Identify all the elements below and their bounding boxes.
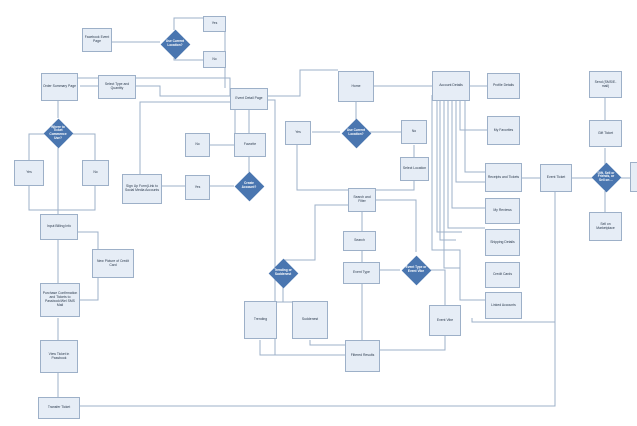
decision-label: Use Current Location? (346, 128, 366, 136)
node-label: Shipping Details (490, 239, 515, 244)
use-current-location-top-decision[interactable]: Use Current Location? (160, 29, 190, 59)
node-label: Event Vibe (436, 317, 454, 322)
decision-label: Event Type or Event Vibe (405, 265, 427, 273)
trending-node[interactable]: Trending (244, 301, 277, 339)
shipping-details-node[interactable]: Shipping Details (485, 229, 520, 256)
node-label: No (93, 170, 98, 175)
node-label: Receipts and Tickets (487, 174, 520, 179)
node-label: Yes (211, 21, 218, 26)
no-mid-node[interactable]: No (185, 133, 210, 157)
node-label: No (411, 129, 417, 134)
transfer-ticket-node[interactable]: Transfer Ticket (38, 397, 80, 419)
event-vibe-node[interactable]: Event Vibe (429, 305, 461, 336)
decision-label: Where to Ticket Commence Use? (49, 124, 67, 140)
my-reviews-node[interactable]: My Reviews (485, 198, 520, 224)
node-label: My Reviews (493, 208, 512, 213)
favorite-node[interactable]: Favorite (234, 133, 266, 157)
node-label: Yes (26, 170, 32, 175)
facebook-event-page-node[interactable]: Facebook Event Page (82, 28, 112, 52)
event-detail-page-node[interactable]: Event Detail Page (230, 88, 268, 110)
node-label: Favorite (243, 142, 257, 147)
node-label: Filtered Results (350, 353, 375, 358)
purchase-confirmation-node[interactable]: Purchase Confirmation and Tickets to Pas… (40, 283, 80, 317)
use-current-location-mid-decision[interactable]: Use Current Location? (341, 118, 371, 148)
event-type-node[interactable]: Event Type (343, 262, 380, 284)
select-type-quantity-node[interactable]: Select Type and Quantity (98, 75, 136, 99)
search-filter-node[interactable]: Search and Filter (348, 188, 376, 212)
node-label: Transfer Ticket (47, 405, 71, 410)
node-label: Home (351, 83, 361, 88)
yes-top-node[interactable]: Yes (203, 16, 226, 32)
signup-node[interactable]: Sign Up Form(Link to Social Media Accoun… (122, 174, 162, 204)
node-label: Input Billing Info (46, 224, 72, 229)
my-favorites-node[interactable]: My Favorites (487, 116, 520, 145)
suddenest-node[interactable]: Suddenest (292, 301, 328, 339)
search-node[interactable]: Search (343, 231, 376, 251)
node-label: Facebook Event Page (84, 35, 110, 43)
select-location-node[interactable]: Select Location (400, 157, 429, 181)
trending-decision[interactable]: Trending or Suddenest (268, 258, 298, 288)
node-label: New Picture of Credit Card (96, 258, 130, 267)
receipts-tickets-node[interactable]: Receipts and Tickets (485, 163, 522, 192)
node-label: Select Type and Quantity (104, 82, 130, 90)
node-label: Event Type (353, 270, 370, 275)
node-label: Gift Ticket (597, 130, 614, 135)
no-left-node[interactable]: No (82, 160, 109, 186)
home-node[interactable]: Home (338, 71, 374, 102)
new-picture-cc-node[interactable]: New Picture of Credit Card (92, 249, 134, 278)
gift-ticket-node[interactable]: Gift Ticket (589, 120, 622, 147)
node-label: Sign Up Form(Link to Social Media Accoun… (124, 184, 160, 192)
node-label: Credit Cards (492, 272, 513, 277)
node-label: Search and Filter (353, 195, 371, 203)
where-ticket-decision[interactable]: Where to Ticket Commence Use? (43, 118, 73, 148)
node-label: Event Detail Page (235, 96, 263, 101)
event-ticket-node[interactable]: Event Ticket (540, 164, 572, 192)
node-label: Trending (253, 317, 268, 322)
node-label: Send (SMS/E-mail) (594, 79, 617, 88)
send-ticket-node[interactable]: Send (SMS/E-mail) (589, 71, 622, 98)
no-top-node[interactable]: No (203, 51, 226, 68)
node-label: Search (354, 238, 365, 243)
node-label: Order Summary Page (43, 84, 76, 89)
offscreen-node-edge (630, 162, 637, 192)
credit-cards-node[interactable]: Credit Cards (485, 262, 520, 288)
linked-accounts-node[interactable]: Linked Accounts (485, 292, 522, 319)
node-label: Event Ticket (546, 175, 566, 180)
order-summary-node[interactable]: Order Summary Page (41, 73, 78, 101)
view-ticket-passbook-node[interactable]: View Ticket in Passbook (40, 340, 78, 373)
event-type-decision[interactable]: Event Type or Event Vibe (401, 255, 431, 285)
decision-label: Gift, Sell or Friends, or Sell on ... (597, 170, 615, 182)
account-details-node[interactable]: Account Details (432, 71, 470, 101)
node-label: No (212, 56, 217, 61)
yes-left-node[interactable]: Yes (14, 160, 44, 186)
node-label: No (195, 142, 200, 147)
node-label: Purchase Confirmation and Tickets to Pas… (42, 291, 78, 307)
filtered-results-node[interactable]: Filtered Results (345, 340, 380, 372)
decision-label: Create Account? (241, 181, 257, 189)
yes-home-node[interactable]: Yes (285, 121, 311, 145)
node-label: View Ticket in Passbook (48, 351, 70, 360)
gift-sell-decision[interactable]: Gift, Sell or Friends, or Sell on ... (591, 162, 621, 192)
create-account-decision[interactable]: Create Account? (234, 171, 264, 201)
profile-details-node[interactable]: Profile Details (487, 73, 520, 99)
node-label: Select Location (402, 166, 427, 171)
node-label: Yes (194, 184, 201, 189)
node-label: My Favorites (493, 127, 514, 132)
node-label: Sell on Marketplace (596, 221, 615, 230)
node-label: Suddenest (301, 317, 319, 322)
sell-marketplace-node[interactable]: Sell on Marketplace (589, 212, 622, 241)
node-label: Linked Accounts (491, 302, 516, 307)
input-billing-node[interactable]: Input Billing Info (40, 214, 78, 240)
decision-label: Use Current Location? (165, 39, 185, 47)
decision-label: Trending or Suddenest (274, 268, 292, 276)
node-label: Account Details (439, 83, 463, 88)
node-label: Profile Details (493, 83, 514, 88)
no-home-node[interactable]: No (401, 120, 427, 144)
yes-signup-node[interactable]: Yes (185, 175, 210, 200)
node-label: Yes (295, 130, 301, 135)
